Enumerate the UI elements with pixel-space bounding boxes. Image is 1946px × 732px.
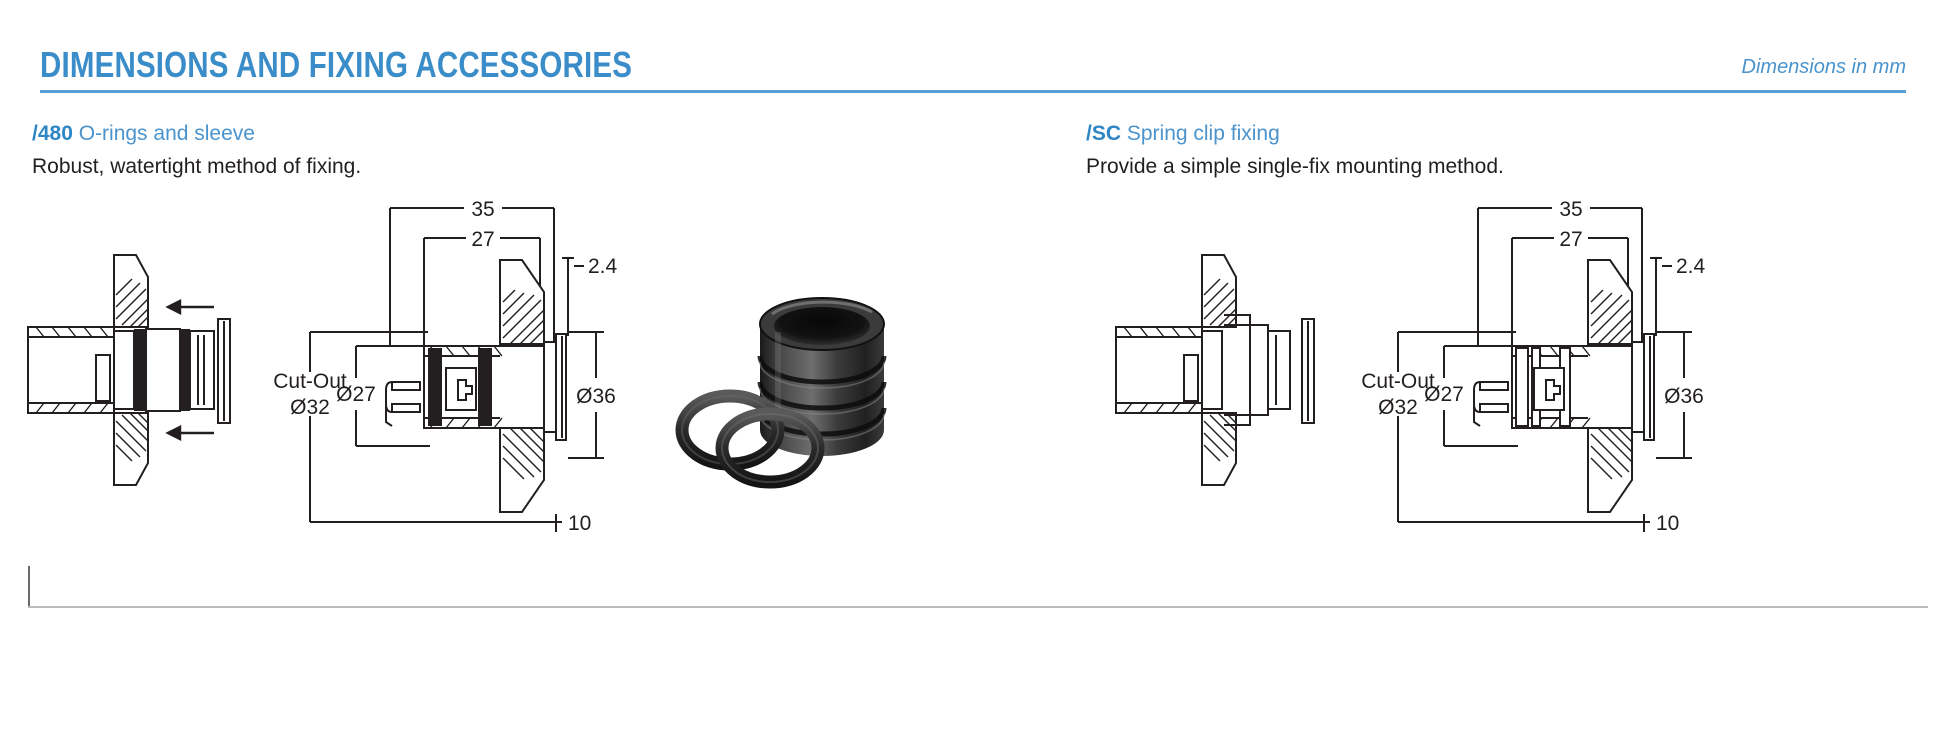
drawing-sc-dimensioned: Cut-Out Ø32 Ø27 2.4 Ø36 bbox=[1361, 196, 1750, 546]
page-title: DIMENSIONS AND FIXING ACCESSORIES bbox=[40, 44, 633, 85]
section-code: /480 bbox=[32, 122, 73, 145]
dim-label-cutout-line1: Cut-Out bbox=[1361, 370, 1435, 393]
dim-label-35: 35 bbox=[1559, 198, 1582, 221]
dim-label-27: 27 bbox=[471, 228, 494, 251]
section-caption-480: /480 O-rings and sleeve Robust, watertig… bbox=[32, 122, 361, 179]
section-description: Provide a simple single-fix mounting met… bbox=[1086, 155, 1504, 178]
section-name: Spring clip fixing bbox=[1121, 122, 1280, 145]
dim-label-27: 27 bbox=[1559, 228, 1582, 251]
dim-label-dia36: Ø36 bbox=[1664, 385, 1704, 408]
dim-label-dia27: Ø27 bbox=[1424, 383, 1464, 406]
dim-label-2-4: 2.4 bbox=[1676, 255, 1706, 278]
dim-label-cutout-line2: Ø32 bbox=[290, 396, 330, 419]
section-name: O-rings and sleeve bbox=[72, 122, 255, 145]
dim-label-35: 35 bbox=[471, 198, 494, 221]
dim-label-10: 10 bbox=[568, 512, 591, 535]
section-caption-sc: /SC Spring clip fixing Provide a simple … bbox=[1086, 122, 1504, 179]
dim-label-10: 10 bbox=[1656, 512, 1679, 535]
dim-label-cutout-line1: Cut-Out bbox=[273, 370, 347, 393]
drawing-sc-installed-section bbox=[1106, 254, 1346, 486]
footer-tick bbox=[28, 566, 30, 608]
section-description: Robust, watertight method of fixing. bbox=[32, 155, 362, 178]
drawing-480-dimensioned: Cut-Out Ø32 Ø27 2.4 bbox=[273, 196, 662, 546]
header-divider bbox=[40, 90, 1906, 93]
drawing-480-installed-section bbox=[18, 254, 258, 486]
section-code: /SC bbox=[1086, 122, 1122, 145]
footer-divider bbox=[28, 606, 1928, 608]
dim-label-cutout-line2: Ø32 bbox=[1378, 396, 1418, 419]
product-photo-sleeve-orings bbox=[660, 270, 920, 500]
dimensions-unit-note: Dimensions in mm bbox=[1741, 56, 1906, 78]
dim-label-2-4: 2.4 bbox=[588, 255, 618, 278]
dim-label-dia27: Ø27 bbox=[336, 383, 376, 406]
dim-label-dia36: Ø36 bbox=[576, 385, 616, 408]
page-header: DIMENSIONS AND FIXING ACCESSORIES Dimens… bbox=[40, 44, 1906, 94]
